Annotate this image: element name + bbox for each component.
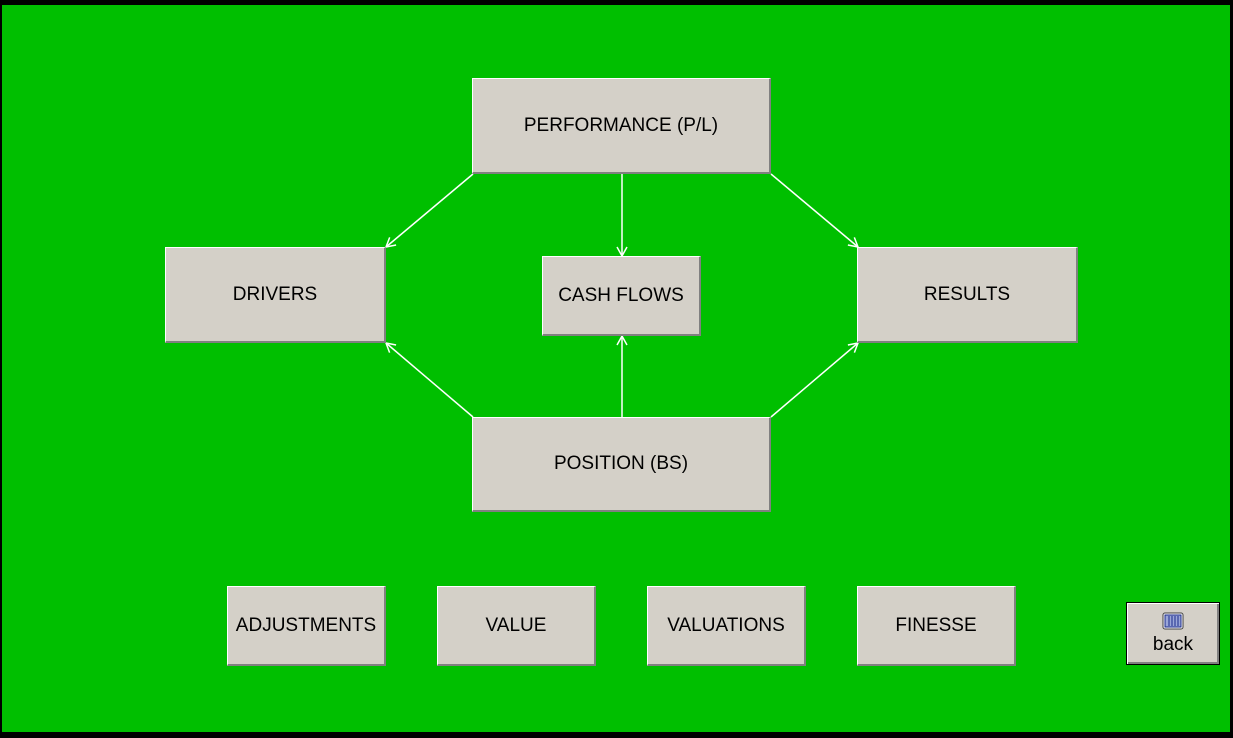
drivers-button[interactable]: DRIVERS: [165, 247, 386, 343]
back-button[interactable]: back: [1126, 602, 1220, 665]
back-label: back: [1152, 633, 1194, 655]
cash-flows-button[interactable]: CASH FLOWS: [542, 256, 701, 336]
valuations-button[interactable]: VALUATIONS: [647, 586, 806, 666]
calculator-icon: [1162, 612, 1184, 629]
value-button[interactable]: VALUE: [437, 586, 596, 666]
position-button[interactable]: POSITION (BS): [472, 417, 771, 512]
results-button[interactable]: RESULTS: [857, 247, 1078, 343]
performance-button[interactable]: PERFORMANCE (P/L): [472, 78, 771, 174]
adjustments-button[interactable]: ADJUSTMENTS: [227, 586, 386, 666]
finesse-button[interactable]: FINESSE: [857, 586, 1016, 666]
